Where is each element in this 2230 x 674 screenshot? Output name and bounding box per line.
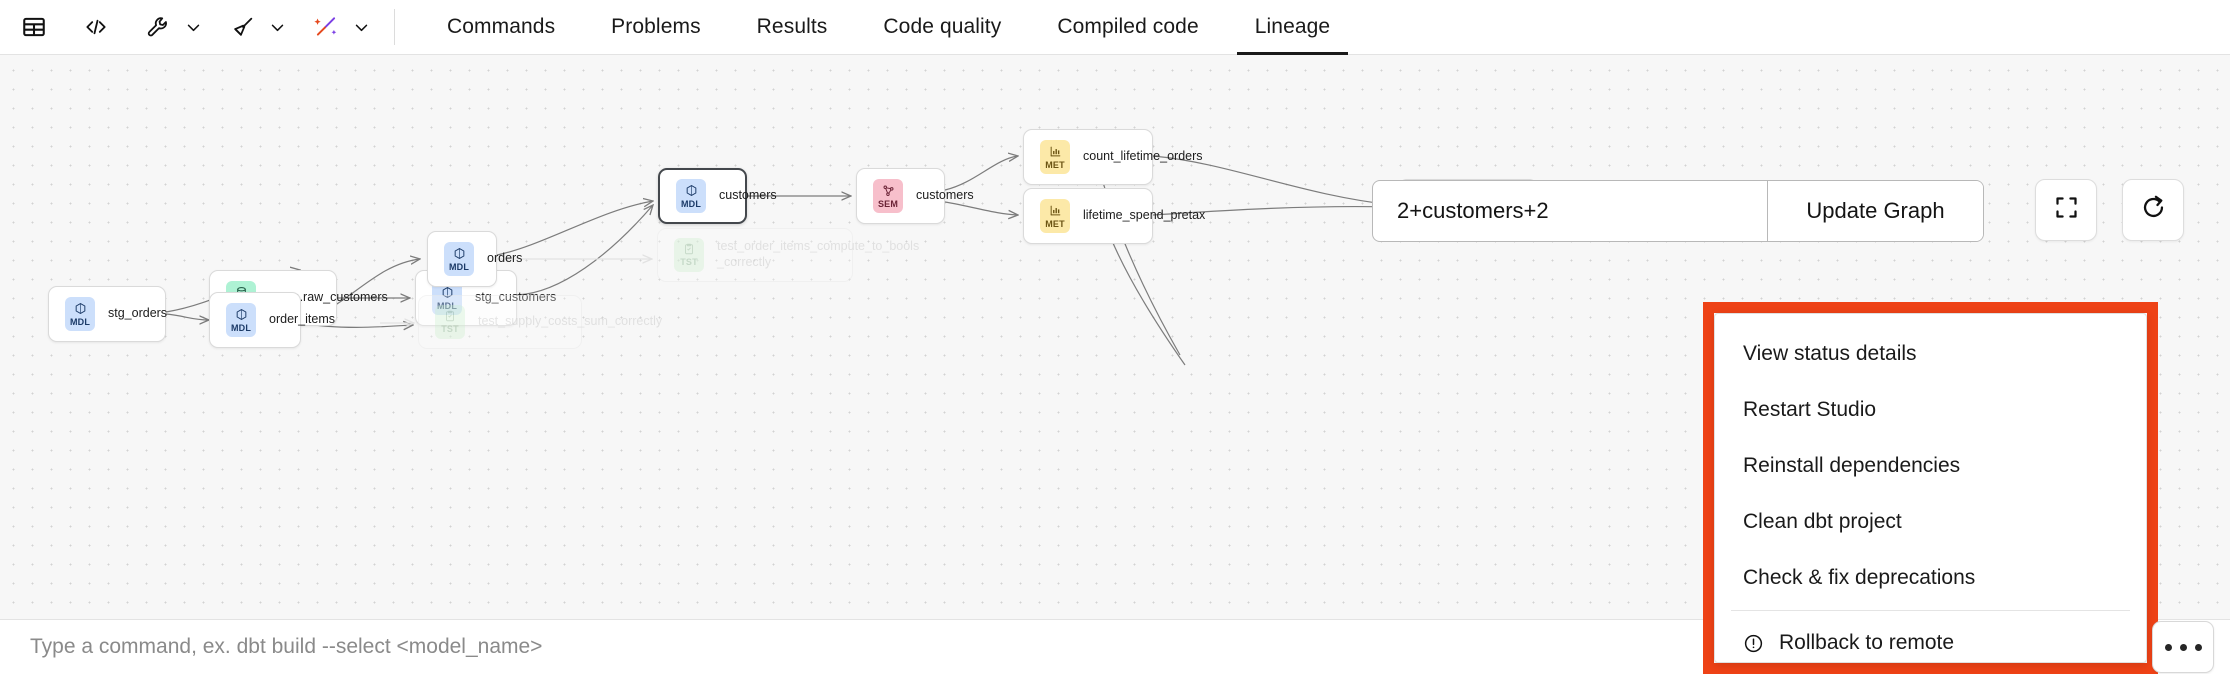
- tab-problems[interactable]: Problems: [583, 0, 729, 55]
- command-input[interactable]: [30, 635, 1970, 659]
- refresh-icon: [2139, 193, 2168, 227]
- chevron-down-icon-ai[interactable]: [346, 7, 376, 47]
- lineage-node-test-order-items[interactable]: TST test_order_items_compute_to_bools _c…: [657, 228, 919, 282]
- lineage-node-label: customers: [916, 188, 974, 203]
- tab-compiled-code[interactable]: Compiled code: [1029, 0, 1226, 55]
- badge-met-icon: MET: [1040, 140, 1070, 174]
- badge-label: SEM: [877, 198, 899, 209]
- badge-mdl-icon: MDL: [226, 303, 256, 337]
- menu-item-reinstall-dependencies[interactable]: Reinstall dependencies: [1715, 438, 2146, 494]
- ellipsis-icon: [2161, 643, 2206, 651]
- header-bar: Commands Problems Results Code quality C…: [0, 0, 2230, 55]
- badge-mdl-icon: MDL: [444, 242, 474, 276]
- lineage-node-label: count_lifetime_orders: [1083, 149, 1203, 164]
- menu-item-label: View status details: [1743, 342, 1917, 365]
- studio-context-menu: View status details Restart Studio Reins…: [1714, 313, 2147, 663]
- tab-commands[interactable]: Commands: [419, 0, 583, 55]
- badge-label: MET: [1045, 218, 1065, 229]
- update-graph-button[interactable]: Update Graph: [1767, 181, 1983, 241]
- tab-label: Results: [756, 15, 828, 38]
- lineage-node-label: lifetime_spend_pretax: [1083, 208, 1206, 223]
- magic-wand-icon[interactable]: [306, 7, 346, 47]
- chevron-down-icon-format[interactable]: [262, 7, 292, 47]
- lineage-node-label: orders: [487, 251, 523, 266]
- lineage-node-count-lifetime-orders[interactable]: MET count_lifetime_orders: [1023, 129, 1203, 185]
- badge-tst-icon: TST: [435, 305, 465, 339]
- lineage-node-label: stg_customers: [475, 290, 556, 306]
- graph-search-input[interactable]: [1373, 181, 1767, 241]
- menu-item-label: Rollback to remote: [1779, 631, 1955, 654]
- menu-divider: [1731, 610, 2130, 611]
- menu-item-label: Reinstall dependencies: [1743, 454, 1961, 477]
- table-icon[interactable]: [14, 7, 54, 47]
- lineage-node-label: stg_orders: [108, 306, 168, 321]
- badge-label: MDL: [69, 316, 91, 327]
- tab-label: Code quality: [883, 15, 1002, 38]
- lineage-node-label: test_order_items_compute_to_bools _corre…: [717, 239, 920, 269]
- lineage-node-label: order_items: [269, 312, 335, 327]
- menu-item-clean-dbt-project[interactable]: Clean dbt project: [1715, 494, 2146, 550]
- toolbar-icon-group: [0, 0, 395, 55]
- menu-item-label: Clean dbt project: [1743, 510, 1902, 533]
- badge-sem-icon: SEM: [873, 179, 903, 213]
- fullscreen-button[interactable]: [2035, 179, 2097, 241]
- badge-label: TST: [441, 324, 459, 334]
- menu-item-check-fix-deprecations[interactable]: Check & fix deprecations: [1715, 550, 2146, 606]
- refresh-button[interactable]: [2122, 179, 2184, 241]
- graph-search-control: Update Graph: [1372, 180, 1984, 242]
- lineage-node-label: customers: [719, 188, 777, 203]
- lineage-node-stg-orders[interactable]: MDL stg_orders: [48, 286, 168, 342]
- badge-label: TST: [680, 257, 698, 267]
- menu-item-label: Check & fix deprecations: [1743, 566, 1976, 589]
- tab-lineage[interactable]: Lineage: [1227, 0, 1358, 55]
- menu-item-view-status-details[interactable]: View status details: [1715, 326, 2146, 382]
- fullscreen-icon: [2053, 194, 2080, 226]
- badge-label: MDL: [230, 322, 252, 333]
- code-icon[interactable]: [76, 7, 116, 47]
- lineage-node-customers-model[interactable]: MDL customers: [658, 168, 777, 224]
- more-options-button[interactable]: [2152, 621, 2214, 673]
- lineage-node-label: test_supply_costs_sum_correctly: [478, 314, 663, 329]
- update-graph-label: Update Graph: [1806, 198, 1945, 223]
- lineage-node-order-items[interactable]: MDL order_items: [209, 292, 335, 348]
- tab-results[interactable]: Results: [729, 0, 856, 55]
- badge-label: MET: [1045, 159, 1065, 170]
- menu-item-label: Restart Studio: [1743, 398, 1877, 421]
- tab-bar: Commands Problems Results Code quality C…: [419, 0, 1358, 55]
- badge-mdl-icon: MDL: [676, 179, 706, 213]
- warning-icon: [1743, 633, 1764, 654]
- wrench-icon[interactable]: [138, 7, 178, 47]
- tab-label: Problems: [611, 15, 701, 38]
- broom-icon[interactable]: [222, 7, 262, 47]
- badge-tst-icon: TST: [674, 238, 704, 272]
- badge-mdl-icon: MDL: [65, 297, 95, 331]
- chevron-down-icon-tools[interactable]: [178, 7, 208, 47]
- tab-label: Lineage: [1254, 15, 1331, 38]
- tab-label: Compiled code: [1057, 15, 1199, 38]
- toolbar-divider: [394, 9, 395, 45]
- lineage-node-lifetime-spend-pretax[interactable]: MET lifetime_spend_pretax: [1023, 188, 1205, 244]
- badge-label: MDL: [448, 261, 470, 272]
- tab-label: Commands: [447, 15, 556, 38]
- badge-met-icon: MET: [1040, 199, 1070, 233]
- lineage-node-customers-semantic[interactable]: SEM customers: [856, 168, 974, 224]
- tab-code-quality[interactable]: Code quality: [855, 0, 1029, 55]
- badge-label: MDL: [680, 198, 702, 209]
- menu-item-restart-studio[interactable]: Restart Studio: [1715, 382, 2146, 438]
- lineage-node-orders[interactable]: MDL orders: [427, 231, 522, 287]
- lineage-node-test-supply-costs[interactable]: TST test_supply_costs_sum_correctly: [418, 295, 662, 349]
- menu-item-rollback-to-remote[interactable]: Rollback to remote: [1715, 615, 2146, 671]
